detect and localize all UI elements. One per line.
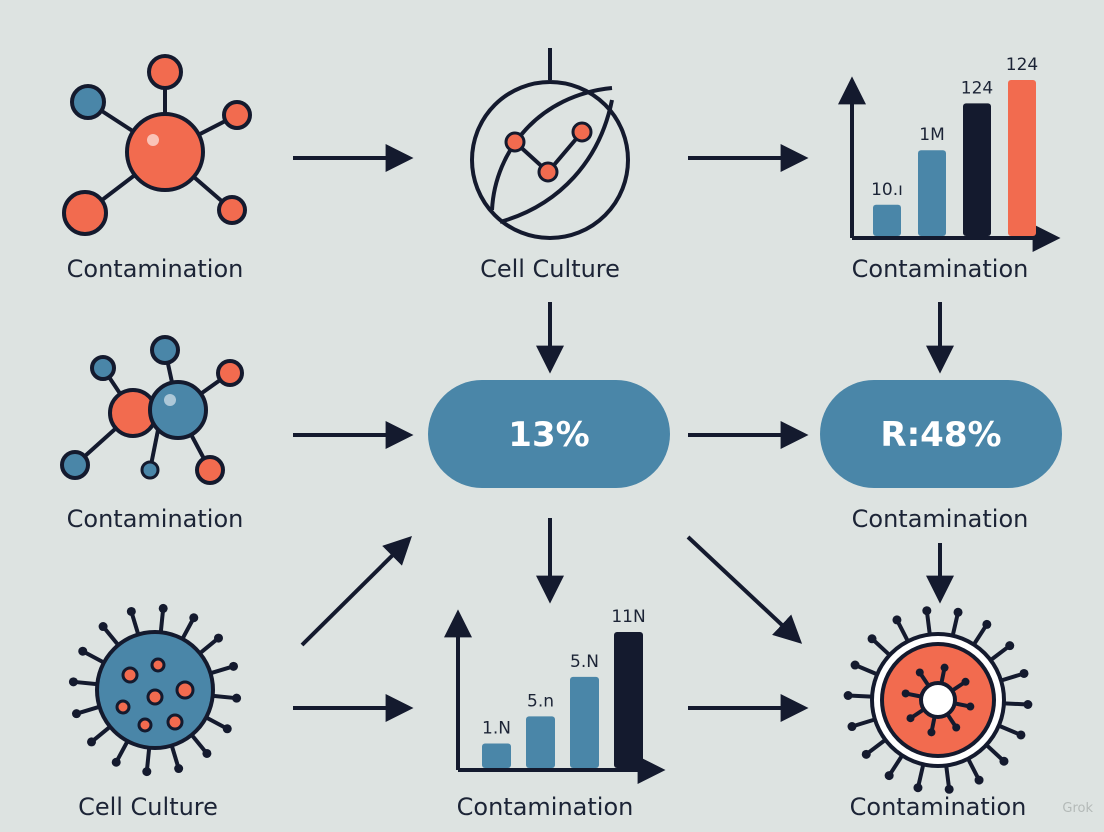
rate-pill-right-text: R:48% <box>880 415 1001 455</box>
label-bottom-center: Contamination <box>457 793 634 821</box>
label-top-right: Contamination <box>852 255 1029 283</box>
molecule-icon <box>62 54 252 236</box>
bottom-bar-label-3: 5.N <box>570 652 599 672</box>
label-bottom-right: Contamination <box>850 793 1027 821</box>
arrow-diag-down <box>686 535 803 644</box>
bottom-bar-4 <box>614 632 643 768</box>
cell-points-icon <box>504 121 593 183</box>
infected-cell-icon <box>843 606 1033 794</box>
top-bar-2 <box>918 150 946 236</box>
arrow-diag-up <box>300 536 412 647</box>
bottom-bar-label-1: 1.N <box>482 719 511 739</box>
bar-chart-top: 10.ı 1M 124 124 <box>838 55 1061 252</box>
rate-pill-center: 13% <box>428 380 670 488</box>
molecule-pair-icon <box>60 335 244 485</box>
watermark: Grok <box>1062 801 1093 816</box>
top-bar-label-1: 10.ı <box>871 180 903 200</box>
virus-icon <box>68 603 242 777</box>
top-bar-1 <box>873 204 901 236</box>
label-mid-right: Contamination <box>852 505 1029 533</box>
rate-pill-center-text: 13% <box>508 415 589 455</box>
rate-pill-right: R:48% <box>820 380 1062 488</box>
label-mid-left: Contamination <box>67 505 244 533</box>
cell-culture-dish-icon <box>470 48 630 240</box>
label-bottom-left: Cell Culture <box>78 793 218 821</box>
bottom-bar-2 <box>526 716 555 768</box>
bottom-bar-label-2: 5.n <box>527 691 554 711</box>
top-bar-label-3: 124 <box>961 78 993 98</box>
bar-chart-bottom: 1.N 5.n 5.N 11N <box>444 607 666 784</box>
top-bar-label-4: 124 <box>1006 55 1038 75</box>
bottom-bar-1 <box>482 743 511 768</box>
label-top-center: Cell Culture <box>480 255 620 283</box>
bottom-bar-label-4: 11N <box>611 607 645 627</box>
top-bar-4 <box>1008 80 1036 236</box>
top-bar-label-2: 1M <box>919 125 944 145</box>
bottom-bar-3 <box>570 676 599 768</box>
label-top-left: Contamination <box>67 255 244 283</box>
top-bar-3 <box>963 103 991 237</box>
